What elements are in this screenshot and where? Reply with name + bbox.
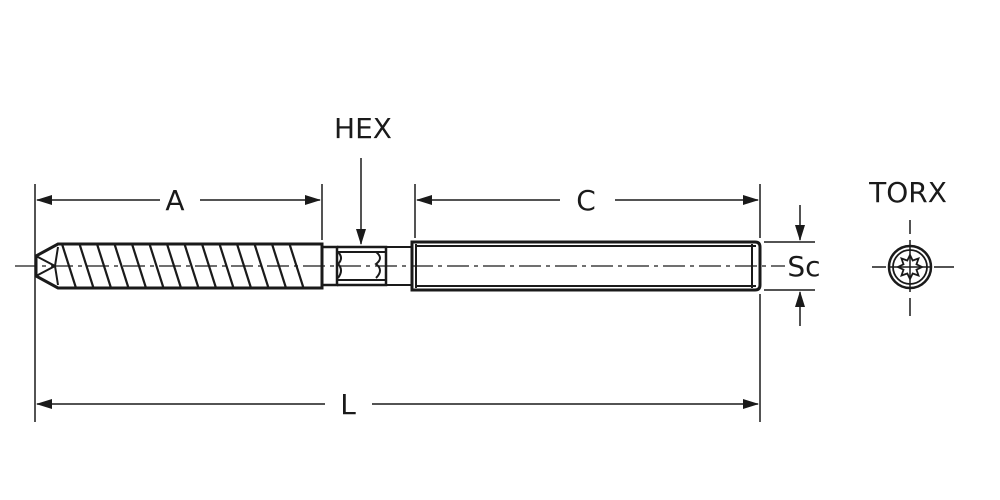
dimension-a: A — [36, 184, 321, 217]
thread-line — [95, 243, 113, 289]
torx-label: TORX — [868, 176, 947, 209]
thread-line — [235, 243, 253, 289]
extension-lines — [34, 184, 815, 422]
dimension-l-label: L — [340, 388, 356, 421]
torx-outer-circle — [887, 244, 933, 290]
thread-line — [270, 243, 288, 289]
torx-end-view: TORX — [868, 176, 954, 316]
hex-callout: HEX — [334, 112, 392, 245]
hex-label: HEX — [334, 112, 392, 145]
thread-line — [113, 243, 130, 289]
thread-line — [165, 243, 183, 289]
dimension-c: C — [416, 184, 759, 217]
thread-line — [218, 243, 235, 289]
hex-section — [322, 245, 413, 287]
dimension-sc: Sc — [787, 205, 821, 326]
machine-thread-shank — [410, 240, 762, 292]
thread-line — [130, 243, 148, 289]
dimension-a-label: A — [165, 184, 184, 217]
dimension-sc-label: Sc — [787, 250, 820, 283]
thread-line — [288, 243, 305, 289]
thread-line — [183, 243, 200, 289]
dimension-l: L — [36, 388, 759, 421]
dimension-c-label: C — [576, 184, 596, 217]
thread-line — [253, 243, 270, 289]
thread-line — [78, 243, 95, 289]
thread-line — [200, 243, 218, 289]
thread-line — [60, 243, 78, 289]
wood-thread-section — [34, 242, 324, 290]
torx-star-icon — [895, 252, 925, 282]
thread-line — [148, 243, 165, 289]
